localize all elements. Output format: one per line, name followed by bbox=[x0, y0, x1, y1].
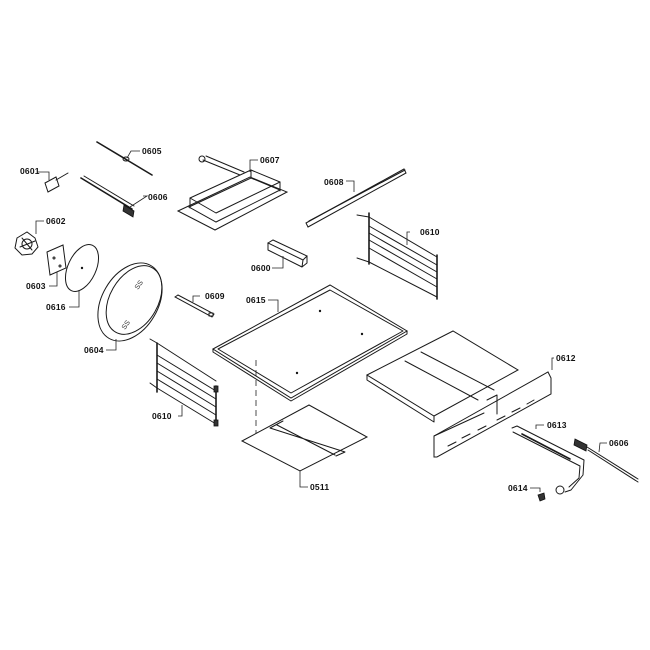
side-rail-strip bbox=[305, 168, 407, 228]
callout-0602: 0602 bbox=[46, 216, 66, 226]
fan-cover: SS SS bbox=[97, 262, 163, 351]
svg-text:SS: SS bbox=[121, 319, 132, 331]
callout-0606-upper: 0606 bbox=[148, 192, 168, 202]
callout-0603: 0603 bbox=[26, 281, 46, 291]
small-bracket bbox=[174, 294, 215, 318]
heating-element-lead bbox=[80, 175, 149, 218]
callout-0511: 0511 bbox=[310, 482, 330, 492]
bracket-channel bbox=[266, 239, 308, 269]
callout-0614: 0614 bbox=[508, 483, 528, 493]
oven-floor-tray bbox=[212, 284, 408, 402]
element-wire-connector bbox=[573, 438, 639, 483]
callout-0610-left: 0610 bbox=[152, 411, 172, 421]
inner-cover-panel bbox=[365, 330, 520, 423]
side-panel-vented bbox=[433, 357, 554, 458]
callout-0609: 0609 bbox=[205, 291, 225, 301]
left-shelf-rack bbox=[149, 338, 219, 427]
door-switch-connector bbox=[38, 171, 69, 193]
fan-mount-plate bbox=[46, 244, 67, 287]
callout-0607: 0607 bbox=[260, 155, 280, 165]
right-shelf-rack bbox=[356, 212, 438, 300]
callout-0600: 0600 bbox=[251, 263, 271, 273]
callout-0601: 0601 bbox=[20, 166, 40, 176]
convection-fan-motor bbox=[14, 220, 44, 256]
svg-text:SS: SS bbox=[134, 279, 145, 291]
callout-0612: 0612 bbox=[556, 353, 576, 363]
callout-0608: 0608 bbox=[324, 177, 344, 187]
callout-0613: 0613 bbox=[547, 420, 567, 430]
callout-0615: 0615 bbox=[246, 295, 266, 305]
fan-gasket bbox=[64, 244, 100, 308]
bottom-insulation-sheet bbox=[240, 404, 369, 488]
temperature-sensor-probe bbox=[96, 141, 153, 176]
callout-0605: 0605 bbox=[142, 146, 162, 156]
bottom-heating-element bbox=[511, 424, 585, 495]
callout-0604: 0604 bbox=[84, 345, 104, 355]
heater-housing-box bbox=[176, 155, 289, 231]
callout-0610-right: 0610 bbox=[420, 227, 440, 237]
callout-0606-lower: 0606 bbox=[609, 438, 629, 448]
mounting-screw bbox=[530, 487, 546, 502]
callout-0616: 0616 bbox=[46, 302, 66, 312]
